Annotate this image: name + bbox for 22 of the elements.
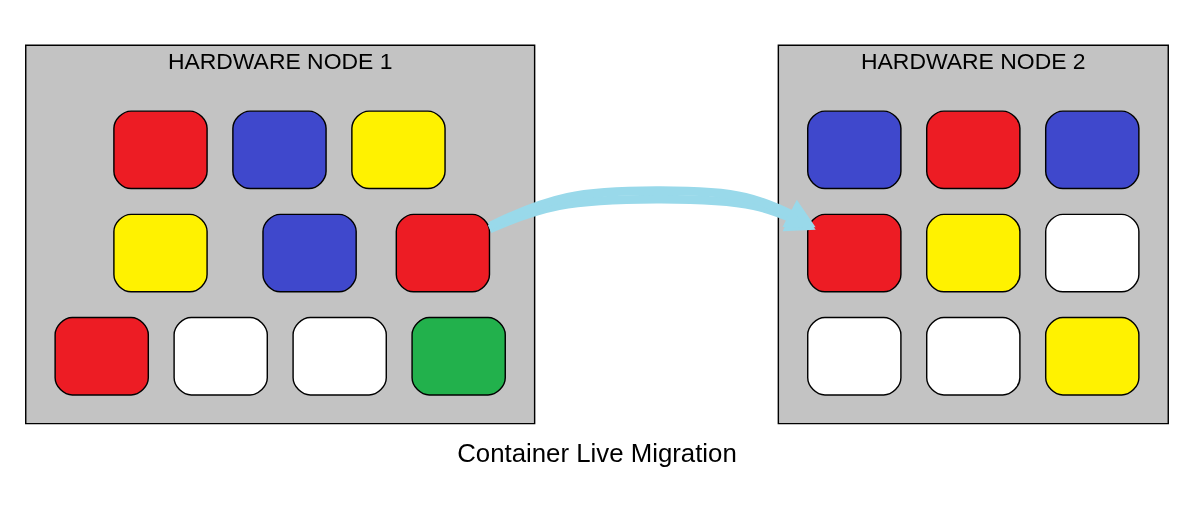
node-box: [1045, 316, 1140, 396]
node-box: [807, 316, 902, 396]
node-box: [807, 110, 902, 190]
node-box: [54, 316, 149, 396]
node-box: [173, 316, 268, 396]
node-box: [262, 213, 357, 293]
node-box: [351, 110, 446, 190]
node-box: [807, 213, 902, 293]
node-box: [926, 316, 1021, 396]
node-box: [113, 213, 208, 293]
node-box: [926, 110, 1021, 190]
node-box: [926, 213, 1021, 293]
node-box: [113, 110, 208, 190]
cluster: HARDWARE NODE 1: [25, 44, 536, 425]
node-box: [292, 316, 387, 396]
node-box: [411, 316, 506, 396]
node-box: [1045, 213, 1140, 293]
node-box: [1045, 110, 1140, 190]
node-box: [232, 110, 327, 190]
cluster: HARDWARE NODE 2: [777, 44, 1169, 425]
caption: Container Live Migration: [457, 438, 737, 467]
node-box: [395, 213, 491, 293]
